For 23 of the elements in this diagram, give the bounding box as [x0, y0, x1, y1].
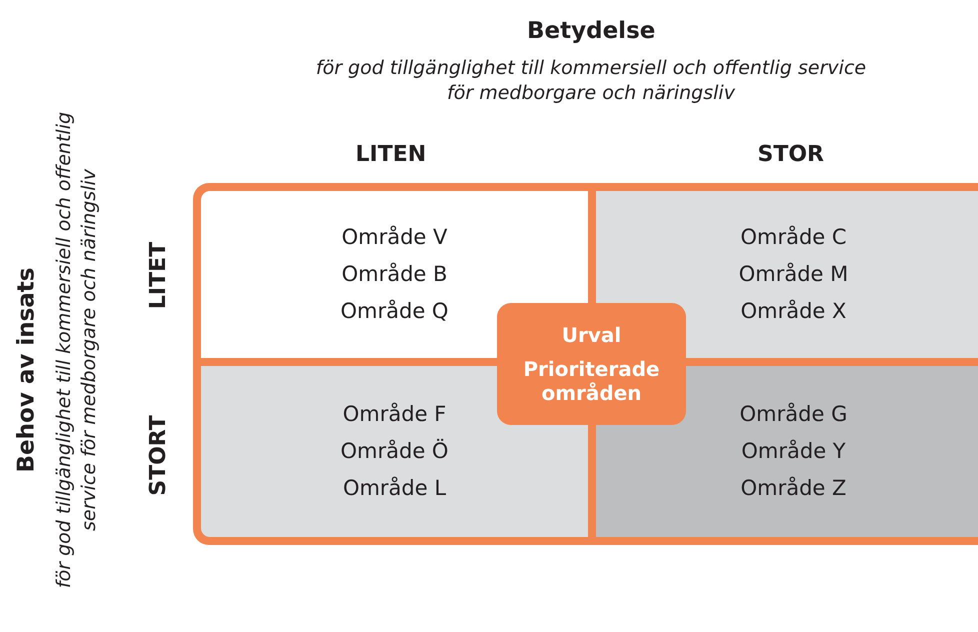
area-name: Område Q [340, 298, 448, 325]
area-name: Område M [738, 261, 848, 288]
column-header: STOR [758, 142, 824, 166]
area-name: Område Ö [340, 438, 448, 465]
highlight-box [497, 303, 686, 425]
row-header: LITET [146, 241, 171, 309]
area-name: Område L [342, 475, 446, 502]
area-name: Område B [342, 261, 448, 288]
box-title: Urval [562, 323, 622, 347]
axis-title: Betydelse [527, 18, 656, 44]
area-name: Område Y [741, 438, 846, 465]
area-name: Område X [740, 298, 846, 325]
box-subtitle: Prioriterade områden [522, 357, 661, 405]
column-header: LITEN [356, 142, 426, 166]
area-name: Område F [342, 401, 446, 428]
axis-title: Behov av insats [13, 268, 39, 472]
area-name: Område V [342, 224, 448, 251]
area-name: Område G [740, 401, 848, 428]
row-header: STORT [145, 414, 170, 496]
area-name: Område Z [740, 475, 846, 502]
axis-subtitle: för god tillgänglighet till kommersiell och offentlig service för medborgare och näringsliv [52, 110, 101, 590]
area-name: Område C [740, 224, 847, 251]
axis-subtitle: för god tillgänglighet till kommersiell och offentlig service för medborgare och näringsliv [314, 56, 868, 106]
